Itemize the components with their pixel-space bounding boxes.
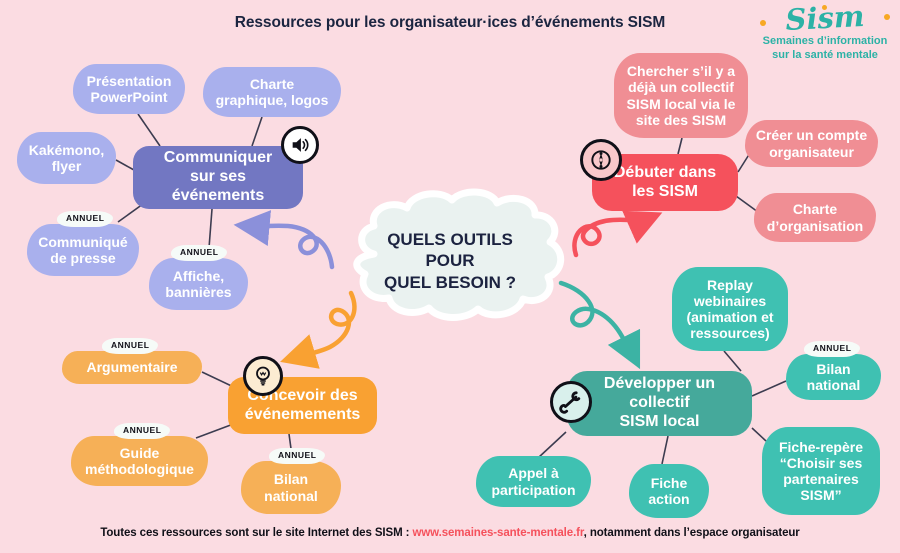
node-label: Chercher s’il y a déjà un collectif SISM… bbox=[626, 63, 736, 128]
node-label: Communiqué de presse bbox=[38, 233, 128, 266]
central-question: QUELS OUTILS POUR QUEL BESOIN ? bbox=[384, 230, 516, 292]
sism-logo-tagline: Semaines d’information sur la santé ment… bbox=[762, 35, 888, 61]
node-label: Replay webinaires (animation et ressourc… bbox=[686, 276, 774, 342]
logo-dot bbox=[884, 14, 890, 20]
node-communique-presse: ANNUEL Communiqué de presse bbox=[27, 211, 139, 276]
annuel-badge: ANNUEL bbox=[269, 448, 326, 464]
node-chercher-collectif: Chercher s’il y a déjà un collectif SISM… bbox=[614, 53, 748, 138]
annuel-badge: ANNUEL bbox=[57, 211, 114, 227]
node-fiche-action: Fiche action bbox=[629, 464, 709, 518]
node-label: Appel à participation bbox=[491, 465, 576, 498]
node-creer-compte: Créer un compte organisateur bbox=[745, 120, 878, 167]
footer-text-prefix: Toutes ces ressources sont sur le site I… bbox=[100, 527, 413, 539]
node-label: Fiche action bbox=[648, 474, 690, 507]
arrow-to-concevoir bbox=[280, 290, 357, 369]
arrow-to-debuter bbox=[572, 210, 663, 258]
node-label: Guide méthodologique bbox=[85, 444, 194, 477]
logo-dot bbox=[760, 20, 766, 26]
branch-label: Communiquer sur ses événements bbox=[163, 149, 273, 204]
node-label: Bilan national bbox=[806, 360, 861, 393]
cloud bbox=[353, 188, 565, 321]
footer-link[interactable]: www.semaines-sante-mentale.fr bbox=[412, 527, 584, 539]
footer-text-suffix: , notamment dans l’espace organisateur bbox=[583, 527, 800, 539]
sism-logo-wordmark: Sism bbox=[784, 0, 866, 38]
branch-debuter: Débuter dans les SISM bbox=[592, 154, 738, 211]
node-label: Présentation PowerPoint bbox=[86, 72, 172, 105]
node-fiche-repere: Fiche-repère “Choisir ses partenaires SI… bbox=[762, 427, 880, 515]
branch-communiquer: Communiquer sur ses événements bbox=[133, 146, 303, 209]
lightbulb-icon bbox=[243, 356, 283, 396]
node-appel-participation: Appel à participation bbox=[476, 456, 591, 507]
node-presentation-powerpoint: Présentation PowerPoint bbox=[73, 64, 185, 114]
branch-label: Débuter dans les SISM bbox=[613, 163, 717, 200]
branch-developper: Développer un collectif SISM local bbox=[567, 371, 752, 436]
node-charte-organisation: Charte d’organisation bbox=[754, 193, 876, 242]
annuel-badge: ANNUEL bbox=[171, 245, 228, 261]
annuel-badge: ANNUEL bbox=[804, 341, 861, 357]
logo-dot bbox=[822, 5, 827, 10]
node-label: Bilan national bbox=[264, 471, 318, 504]
footer-note: Toutes ces ressources sont sur le site I… bbox=[0, 527, 900, 539]
node-label: Affiche, bannières bbox=[165, 267, 232, 300]
node-label: Charte d’organisation bbox=[766, 201, 864, 234]
page-title: Ressources pour les organisateur·ices d’… bbox=[234, 14, 666, 31]
node-label: Charte graphique, logos bbox=[215, 75, 329, 108]
wrench-icon bbox=[550, 381, 592, 423]
node-replay-webinaires: Replay webinaires (animation et ressourc… bbox=[672, 267, 788, 351]
node-argumentaire: ANNUEL Argumentaire bbox=[62, 338, 202, 384]
node-label: Kakémono, flyer bbox=[28, 141, 105, 174]
node-guide-methodologique: ANNUEL Guide méthodologique bbox=[71, 423, 208, 486]
arrow-to-communiquer bbox=[233, 210, 335, 270]
compass-icon bbox=[580, 139, 622, 181]
node-label: Argumentaire bbox=[86, 359, 178, 376]
node-affiche-bannieres: ANNUEL Affiche, bannières bbox=[149, 245, 248, 310]
node-label: Fiche-repère “Choisir ses partenaires SI… bbox=[778, 438, 864, 504]
sism-logo: Sism Semaines d’information sur la santé… bbox=[752, 0, 898, 63]
annuel-badge: ANNUEL bbox=[114, 423, 171, 439]
branch-label: Développer un collectif SISM local bbox=[603, 375, 716, 430]
speaker-icon bbox=[281, 126, 319, 164]
node-label: Créer un compte organisateur bbox=[755, 127, 868, 160]
node-bilan-national-teal: ANNUEL Bilan national bbox=[786, 341, 881, 400]
node-kakemono-flyer: Kakémono, flyer bbox=[17, 132, 116, 184]
arrow-to-developper bbox=[558, 280, 641, 370]
node-charte-graphique: Charte graphique, logos bbox=[203, 67, 341, 117]
annuel-badge: ANNUEL bbox=[102, 338, 159, 354]
node-bilan-national-orange: ANNUEL Bilan national bbox=[241, 448, 341, 514]
